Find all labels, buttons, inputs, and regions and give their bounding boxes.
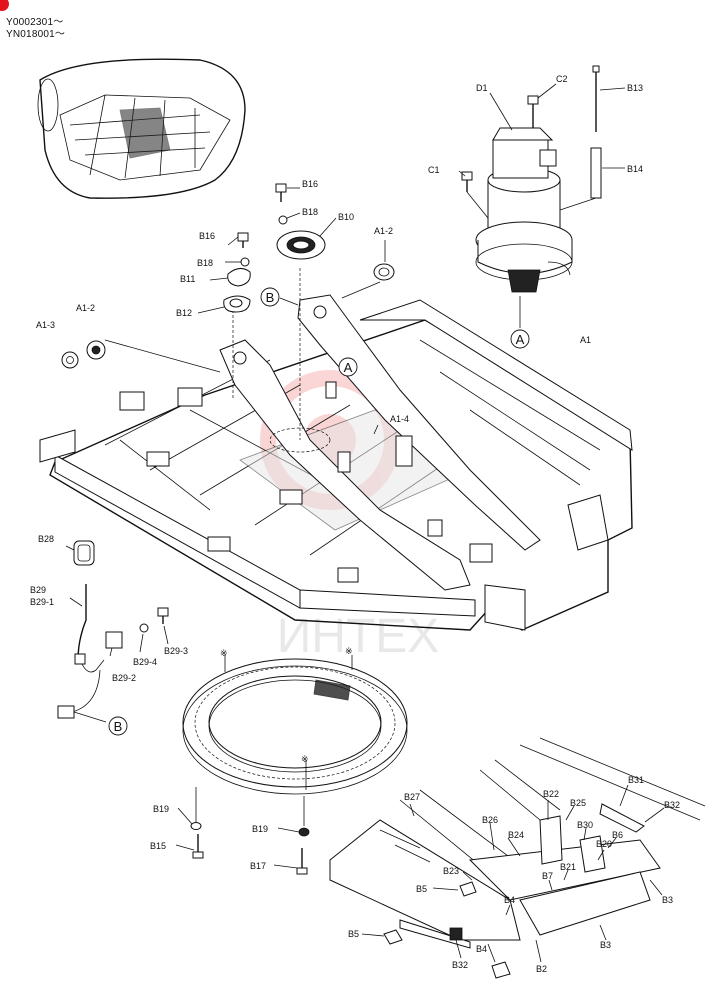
serial-range-1: Y0002301～ xyxy=(6,17,64,28)
label-b29-4: B29-4 xyxy=(133,657,157,667)
label-a1: A1 xyxy=(580,335,591,345)
swing-motor-assembly xyxy=(458,65,626,328)
label-b30: B30 xyxy=(577,820,593,830)
circled-ref-a-frame: A xyxy=(338,357,358,377)
label-b4-low: B4 xyxy=(476,944,487,954)
slewing-ring xyxy=(175,655,408,875)
label-b22: B22 xyxy=(543,789,559,799)
label-b11: B11 xyxy=(180,274,195,284)
circled-ref-b-cable: B xyxy=(108,716,128,736)
label-b3-low: B3 xyxy=(600,940,611,950)
label-a1-2-right: A1-2 xyxy=(374,226,393,236)
label-a1-2-left: A1-2 xyxy=(76,303,95,313)
label-b20: B20 xyxy=(596,839,612,849)
label-b29: B29 xyxy=(30,585,46,595)
label-b32-top: B32 xyxy=(664,800,680,810)
label-b14: B14 xyxy=(627,164,643,174)
label-b10: B10 xyxy=(338,212,354,222)
svg-text:A: A xyxy=(516,332,525,347)
corner-mark xyxy=(0,0,9,11)
label-b12: B12 xyxy=(176,308,192,318)
machine-inset xyxy=(37,58,246,199)
label-b13: B13 xyxy=(627,83,643,93)
label-b29-2: B29-2 xyxy=(112,673,136,683)
label-b15: B15 xyxy=(150,841,166,851)
label-b18: B18 xyxy=(197,258,213,268)
label-b32-bottom: B32 xyxy=(452,960,468,970)
svg-text:B: B xyxy=(266,290,275,305)
label-b18-top: B18 xyxy=(302,207,318,217)
label-b16-top: B16 xyxy=(302,179,318,189)
svg-text:A: A xyxy=(344,360,353,375)
label-b29-1: B29-1 xyxy=(30,597,54,607)
label-c2: C2 xyxy=(556,74,568,84)
label-b6: B6 xyxy=(612,830,623,840)
label-b2: B2 xyxy=(536,964,547,974)
label-b5-mid: B5 xyxy=(416,884,427,894)
label-ref-mark-3: ※ xyxy=(301,754,309,764)
label-b3-right: B3 xyxy=(662,895,673,905)
label-b19-left: B19 xyxy=(153,804,169,814)
label-b5-left: B5 xyxy=(348,929,359,939)
label-b17: B17 xyxy=(250,861,266,871)
label-b26: B26 xyxy=(482,815,498,825)
label-d1: D1 xyxy=(476,83,488,93)
label-b25: B25 xyxy=(570,798,586,808)
circled-ref-a-motor: A xyxy=(510,329,530,349)
circled-ref-b-frame: B xyxy=(260,287,280,307)
lower-frame xyxy=(329,737,706,979)
label-b7: B7 xyxy=(542,871,553,881)
svg-text:B: B xyxy=(114,719,123,734)
label-c1: C1 xyxy=(428,165,440,175)
label-ref-mark-2: ※ xyxy=(345,646,353,656)
label-b29-3: B29-3 xyxy=(164,646,188,656)
label-b16: B16 xyxy=(199,231,215,241)
watermark-text: ИНТЕХ xyxy=(277,610,440,663)
label-b4-mid: B4 xyxy=(504,895,515,905)
upper-frame xyxy=(39,268,633,631)
label-b21: B21 xyxy=(560,862,576,872)
label-b28: B28 xyxy=(38,534,54,544)
label-b23: B23 xyxy=(443,866,459,876)
label-b19-right: B19 xyxy=(252,824,268,834)
label-b27: B27 xyxy=(404,792,420,802)
label-a1-3: A1-3 xyxy=(36,320,55,330)
label-a1-4: A1-4 xyxy=(390,414,409,424)
cover-parts xyxy=(61,183,395,435)
serial-range-2: YN018001～ xyxy=(6,29,66,40)
label-b24: B24 xyxy=(508,830,524,840)
label-b31: B31 xyxy=(628,775,644,785)
part-labels: D1 C2 C1 B13 B14 B16 B18 B10 B16 B18 B11… xyxy=(30,74,680,974)
label-ref-mark-1: ※ xyxy=(220,648,228,658)
cable-assembly xyxy=(57,540,169,723)
